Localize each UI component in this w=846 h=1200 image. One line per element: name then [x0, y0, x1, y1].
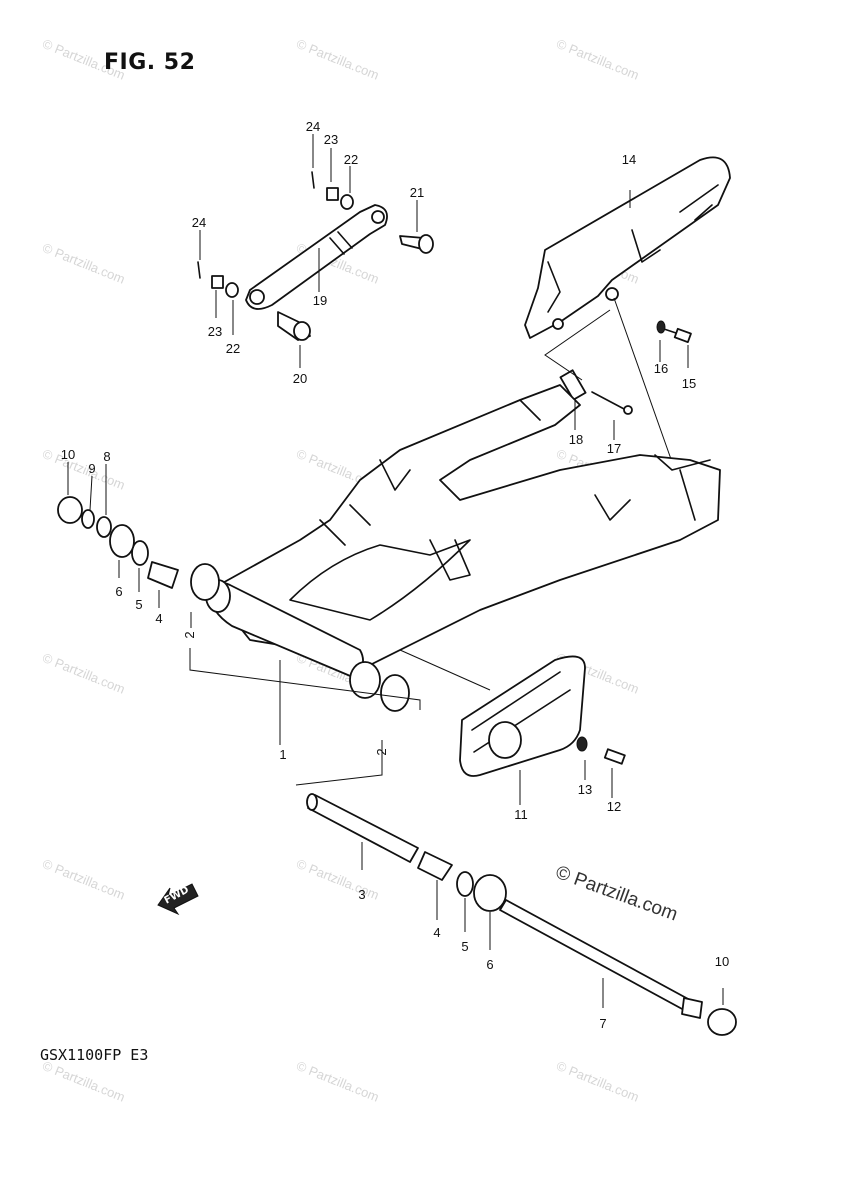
callout-22: 22 — [343, 152, 359, 167]
fwd-arrow-icon — [157, 883, 199, 916]
pivot-axle-7 — [499, 899, 703, 1019]
model-code: GSX1100FP E3 — [40, 1046, 149, 1064]
washer-9 — [81, 509, 95, 529]
callout-10: 10 — [714, 954, 730, 969]
callout-2: 2 — [374, 748, 389, 756]
bolt-15 — [663, 327, 692, 343]
seal-5 — [131, 540, 474, 897]
bolt-21 — [399, 234, 434, 254]
figure-title: FIG. 52 — [104, 50, 196, 75]
chain-case-11 — [459, 655, 586, 777]
callout-14: 14 — [621, 152, 637, 167]
callout-19: 19 — [312, 293, 328, 308]
callout-4: 4 — [155, 611, 163, 626]
callout-11: 11 — [514, 807, 528, 822]
bolt-20 — [277, 311, 311, 341]
swing-arm-1 — [205, 384, 721, 699]
bolt-17 — [591, 391, 633, 415]
callout-18: 18 — [568, 432, 584, 447]
spacer-18 — [559, 369, 587, 401]
callout-13: 13 — [577, 782, 593, 797]
callout-23: 23 — [323, 132, 339, 147]
callout-17: 17 — [606, 441, 622, 456]
torque-link-19 — [245, 204, 388, 310]
callout-5: 5 — [135, 597, 143, 612]
washer-13 — [576, 736, 588, 752]
nut-23 — [211, 187, 339, 289]
callout-3: 3 — [358, 887, 366, 902]
needle-bearing-2 — [190, 563, 410, 712]
spacer-tube-3 — [306, 793, 419, 863]
callout-10: 10 — [60, 447, 76, 462]
callout-12: 12 — [606, 799, 622, 814]
callout-5: 5 — [461, 939, 469, 954]
callout-24: 24 — [305, 119, 321, 134]
nut-10 — [57, 496, 737, 1036]
callout-15: 15 — [681, 376, 697, 391]
washer-8 — [96, 516, 112, 538]
washer-22 — [225, 194, 354, 298]
bushing-4 — [147, 561, 453, 881]
callout-1: 1 — [279, 747, 287, 762]
callout-6: 6 — [115, 584, 123, 599]
callout-22: 22 — [225, 341, 241, 356]
callout-4: 4 — [433, 925, 441, 940]
callout-2: 2 — [182, 631, 197, 639]
callout-20: 20 — [292, 371, 308, 386]
callout-7: 7 — [599, 1016, 607, 1031]
callout-23: 23 — [207, 324, 223, 339]
cap-6 — [109, 524, 507, 912]
callout-24: 24 — [191, 215, 207, 230]
callout-8: 8 — [103, 449, 111, 464]
bolt-12 — [603, 748, 626, 765]
callout-9: 9 — [88, 461, 96, 476]
callout-16: 16 — [653, 361, 669, 376]
cotter-pin-24 — [197, 171, 315, 279]
chain-guard — [524, 156, 731, 339]
callout-21: 21 — [409, 185, 425, 200]
callout-6: 6 — [486, 957, 494, 972]
washer-16 — [656, 320, 666, 334]
